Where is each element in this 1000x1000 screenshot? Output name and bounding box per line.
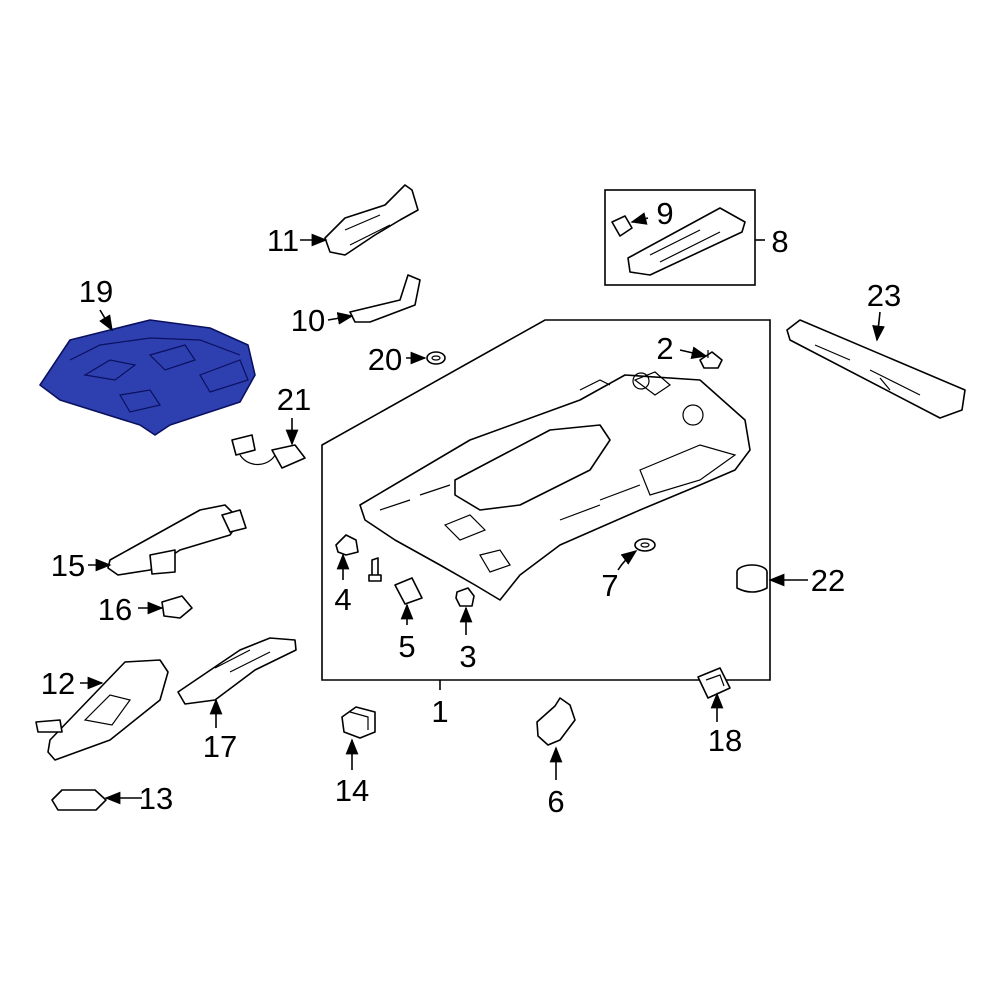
part-6-bracket[interactable] xyxy=(536,697,576,746)
callout-10: 10 xyxy=(291,303,325,338)
part-19-overhead-console[interactable] xyxy=(39,319,256,436)
part-8-rail[interactable] xyxy=(627,207,746,276)
callout-20: 20 xyxy=(368,342,402,377)
callout-19: 19 xyxy=(79,274,113,309)
callout-2: 2 xyxy=(656,331,673,366)
part-7-grommet[interactable] xyxy=(634,538,656,552)
callout-6: 6 xyxy=(547,784,564,819)
part-9-clip[interactable] xyxy=(611,215,633,237)
part-22-cup[interactable] xyxy=(736,564,768,593)
callout-9: 9 xyxy=(656,196,673,231)
part-23-rear-trim[interactable] xyxy=(786,319,966,419)
part-20-grommet[interactable] xyxy=(426,351,446,365)
callout-labels: 1 2 3 4 5 6 7 8 9 10 11 12 13 14 15 16 1… xyxy=(41,196,901,819)
callout-15: 15 xyxy=(51,548,85,583)
callout-16: 16 xyxy=(98,592,132,627)
callout-1: 1 xyxy=(431,694,448,729)
part-4-bracket[interactable] xyxy=(335,534,359,556)
leader-lines xyxy=(80,212,885,805)
part-10-grab-handle[interactable] xyxy=(349,274,421,323)
callout-22: 22 xyxy=(811,563,845,598)
part-5-pad[interactable] xyxy=(394,577,423,605)
callout-12: 12 xyxy=(41,666,75,701)
part-15-harness[interactable] xyxy=(107,504,247,576)
part-18-switch[interactable] xyxy=(697,667,731,699)
part-13-visor-clip[interactable] xyxy=(51,789,107,811)
part-11-bracket[interactable] xyxy=(324,184,419,256)
headliner-group-frame xyxy=(321,319,771,681)
callout-4: 4 xyxy=(334,582,351,617)
callout-3: 3 xyxy=(459,639,476,674)
callout-8: 8 xyxy=(771,224,788,259)
part-12-sun-visor[interactable] xyxy=(35,659,169,761)
callout-7: 7 xyxy=(601,568,618,603)
part-17-bracket[interactable] xyxy=(177,637,297,705)
part-21-lamp-harness[interactable] xyxy=(231,434,306,469)
callout-21: 21 xyxy=(277,382,311,417)
callout-13: 13 xyxy=(139,781,173,816)
callout-14: 14 xyxy=(335,773,369,808)
part-16-clip[interactable] xyxy=(161,595,193,619)
callout-11: 11 xyxy=(267,223,299,258)
callout-17: 17 xyxy=(203,729,237,764)
screw[interactable] xyxy=(368,557,382,582)
part-8-group-box xyxy=(604,189,756,286)
callout-5: 5 xyxy=(398,629,415,664)
callout-23: 23 xyxy=(867,278,901,313)
callout-18: 18 xyxy=(708,723,742,758)
part-14-lamp[interactable] xyxy=(341,706,376,739)
headliner-panel[interactable] xyxy=(359,371,751,601)
part-3-clip[interactable] xyxy=(455,587,475,607)
part-2-clip[interactable] xyxy=(699,350,723,369)
